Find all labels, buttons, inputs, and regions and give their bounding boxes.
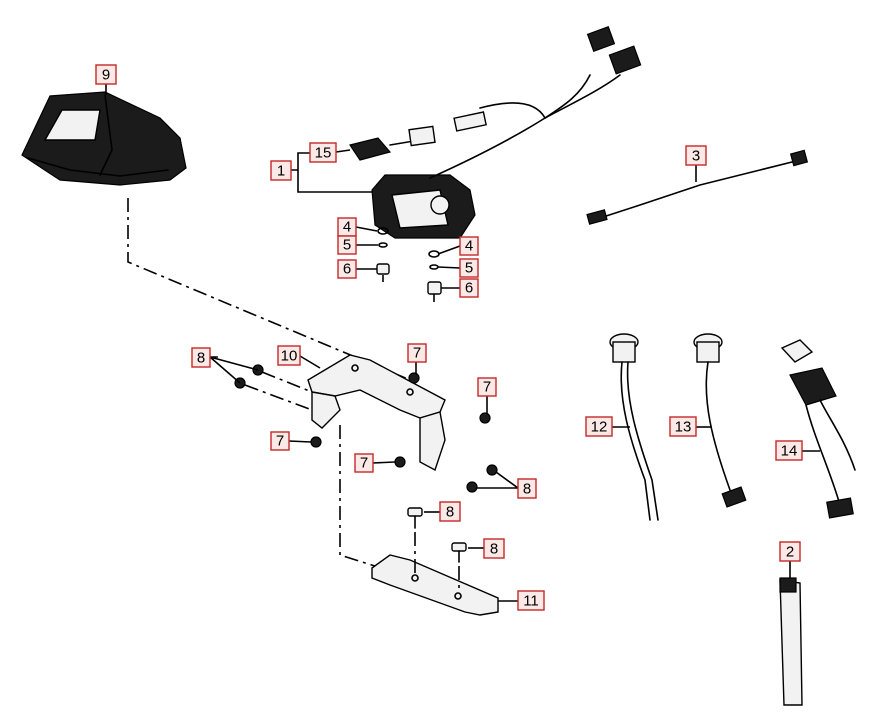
meter-fasteners (376, 227, 442, 302)
lower-bolts (407, 507, 467, 563)
callout-6b: 6 (459, 278, 479, 298)
callout-8a: 8 (191, 347, 211, 368)
meter-assembly-part (349, 26, 642, 239)
callout-9: 9 (95, 64, 117, 85)
svg-text:10: 10 (281, 348, 298, 365)
indicator-lamp-13-part (693, 333, 747, 508)
callout-5a: 5 (337, 235, 357, 255)
leader-8-left (209, 356, 259, 384)
svg-text:4: 4 (465, 238, 473, 255)
lower-bracket-part (371, 554, 499, 616)
dash-bracket-to-lower (339, 425, 379, 568)
svg-text:8: 8 (197, 350, 205, 367)
callout-7c: 7 (270, 431, 290, 451)
svg-text:7: 7 (360, 455, 368, 472)
callout-8c: 8 (439, 501, 461, 522)
svg-text:3: 3 (692, 148, 700, 165)
svg-text:1: 1 (277, 163, 285, 180)
svg-text:8: 8 (523, 481, 531, 498)
leader-8-right (477, 471, 519, 489)
callout-6a: 6 (337, 259, 357, 279)
svg-text:15: 15 (315, 145, 332, 162)
callout-2: 2 (779, 541, 801, 562)
svg-text:2: 2 (786, 544, 794, 561)
svg-text:14: 14 (781, 443, 798, 460)
dash-cover-to-bracket (127, 198, 416, 383)
callout-12: 12 (585, 416, 613, 437)
callout-15: 15 (309, 142, 337, 163)
callout-3: 3 (685, 145, 707, 166)
sensor-cable-part (586, 149, 809, 225)
indicator-lamp-12-part (609, 333, 659, 521)
svg-text:12: 12 (591, 419, 608, 436)
svg-text:6: 6 (343, 261, 351, 278)
svg-text:7: 7 (413, 345, 421, 362)
callout-14: 14 (775, 440, 803, 461)
svg-text:5: 5 (343, 237, 351, 254)
svg-text:11: 11 (523, 593, 539, 610)
callout-7a: 7 (407, 343, 427, 363)
upper-bracket-part (307, 354, 446, 472)
svg-text:6: 6 (465, 280, 473, 297)
callout-7d: 7 (354, 453, 374, 473)
cable-tie-part (779, 577, 803, 706)
svg-text:7: 7 (276, 433, 284, 450)
callout-7b: 7 (477, 377, 497, 397)
callout-5b: 5 (459, 258, 479, 278)
callout-4a: 4 (337, 217, 357, 237)
callout-1: 1 (270, 160, 292, 181)
leader-1 (291, 152, 372, 193)
callout-8b: 8 (517, 478, 537, 499)
svg-text:9: 9 (102, 67, 110, 84)
callout-11: 11 (517, 590, 545, 611)
leader-15 (335, 149, 351, 153)
callout-13: 13 (669, 416, 697, 437)
bracket-bolts (234, 364, 498, 493)
svg-text:7: 7 (483, 379, 491, 396)
svg-text:8: 8 (490, 541, 498, 558)
callout-10: 10 (277, 345, 301, 366)
meter-cover-part (21, 91, 187, 186)
callout-4b: 4 (459, 236, 479, 256)
svg-text:8: 8 (446, 504, 454, 521)
svg-text:13: 13 (675, 419, 692, 436)
svg-text:5: 5 (465, 260, 473, 277)
svg-text:4: 4 (343, 219, 351, 236)
callout-8d: 8 (483, 538, 505, 559)
switch-part (780, 339, 856, 519)
